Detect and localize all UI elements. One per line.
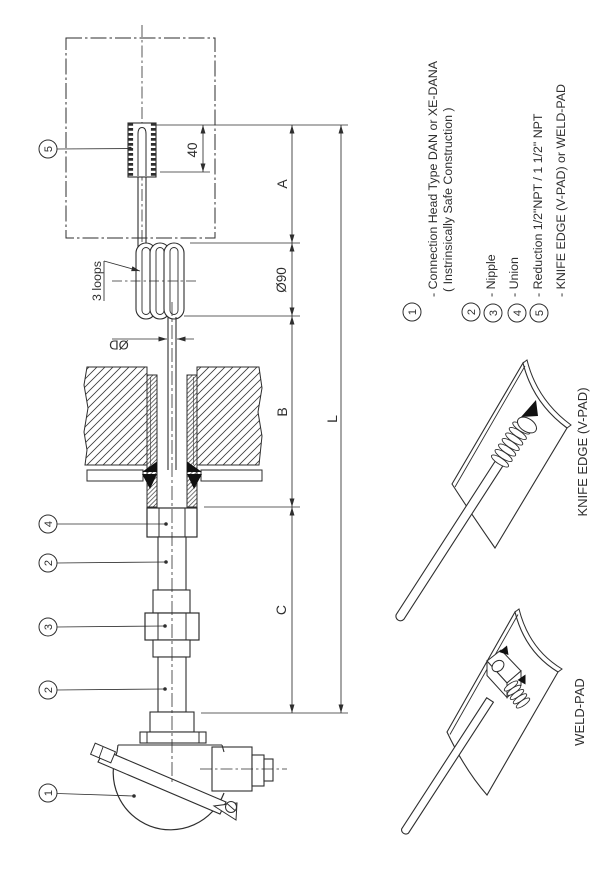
legend-item-1: - Connection Head Type DAN or XE-DANA [426,60,440,297]
cable-gland-body [251,754,265,787]
weld-spring [503,680,531,709]
balloon-callouts: 5 4 2 3 2 1 [38,139,168,803]
connection-head-item1 [89,711,287,831]
rod-tip [517,416,537,434]
clamp-screw [89,742,117,764]
main-assembly [65,25,287,831]
svg-text:2: 2 [43,687,55,693]
balloon-4: 4 [38,514,168,534]
svg-text:2: 2 [466,309,478,315]
balloon-3: 3 [38,617,167,637]
pad-item5 [127,122,157,178]
balloon-2b: 2 [38,680,167,700]
weld-fillet [142,474,157,489]
dim-40-label: 40 [185,142,200,157]
dim-a-label: A [274,179,290,189]
boundary-box [65,37,216,239]
sleeve-wall-right [186,374,198,508]
weld-fillet [142,461,157,472]
tube-tip-slot [137,126,147,176]
svg-text:1: 1 [407,309,419,315]
union-item3 [144,589,200,658]
expansion-coil [112,242,198,320]
legend-item-4: - Reduction 1/2"NPT / 1 1/2" NPT [531,113,545,297]
weld-fillet [187,474,202,489]
backing-plate-left [86,469,144,482]
weld-fillet [187,461,202,472]
legend-balloon-3 [483,303,503,323]
dim-c-label: C [273,605,289,615]
svg-text:3: 3 [488,310,500,316]
weld-tack [499,645,509,655]
probe-rod [401,697,495,835]
wall-section [83,366,263,508]
balloon-2a: 2 [38,553,168,573]
sleeve-wall-left [146,374,158,508]
head-dome [112,751,225,831]
dim-b-label: B [274,407,290,416]
weld-pad-view: WELD-PAD [401,608,587,835]
cable-gland-cap [263,758,274,782]
backing-plate-right [200,469,263,482]
weld-spring [490,421,531,468]
cover-clamp-strap [97,749,227,815]
dim-coil-dia-label: Ø90 [274,267,289,293]
knife-edge-view: KNIFE EDGE (V-PAD) [395,359,590,622]
svg-text:5: 5 [43,146,55,152]
svg-text:3 loops: 3 loops [90,261,104,301]
knife-edge-label: KNIFE EDGE (V-PAD) [575,387,590,516]
dimension-annotations: 40 A Ø90 B C L ØD 3 loops [90,124,348,714]
weld-tack [521,400,538,417]
svg-text:3: 3 [43,624,55,630]
parts-legend: 1 - Connection Head Type DAN or XE-DANA … [402,60,568,323]
legend-item-1b: ( Instrinsically Safe Construction ) [441,107,455,292]
legend-balloon-2 [461,302,481,322]
dim-tube-dia-label: ØD [109,338,129,353]
coil-note: 3 loops [90,260,141,301]
legend-item-2: - Nipple [484,254,498,297]
head-flange [139,731,207,744]
svg-text:1: 1 [43,790,55,796]
balloon-5: 5 [38,139,132,159]
legend-item-5: - KNIFE EDGE (V-PAD) or WELD-PAD [554,84,568,297]
weld-pad-label: WELD-PAD [572,678,587,746]
legend-balloon-4 [507,303,527,323]
legend-item-3: - Union [507,257,521,297]
svg-text:4: 4 [512,310,524,316]
legend-balloon-5 [529,303,549,323]
svg-text:2: 2 [43,560,55,566]
weld-pad-plate [446,610,559,796]
weld-tack [517,674,526,685]
dim-l-label: L [324,415,340,423]
balloon-1: 1 [38,783,136,803]
thermo-dome [491,659,505,673]
svg-text:4: 4 [43,521,55,527]
probe-rod [395,458,505,622]
legend-balloon-1 [402,302,422,322]
svg-text:5: 5 [534,310,546,316]
